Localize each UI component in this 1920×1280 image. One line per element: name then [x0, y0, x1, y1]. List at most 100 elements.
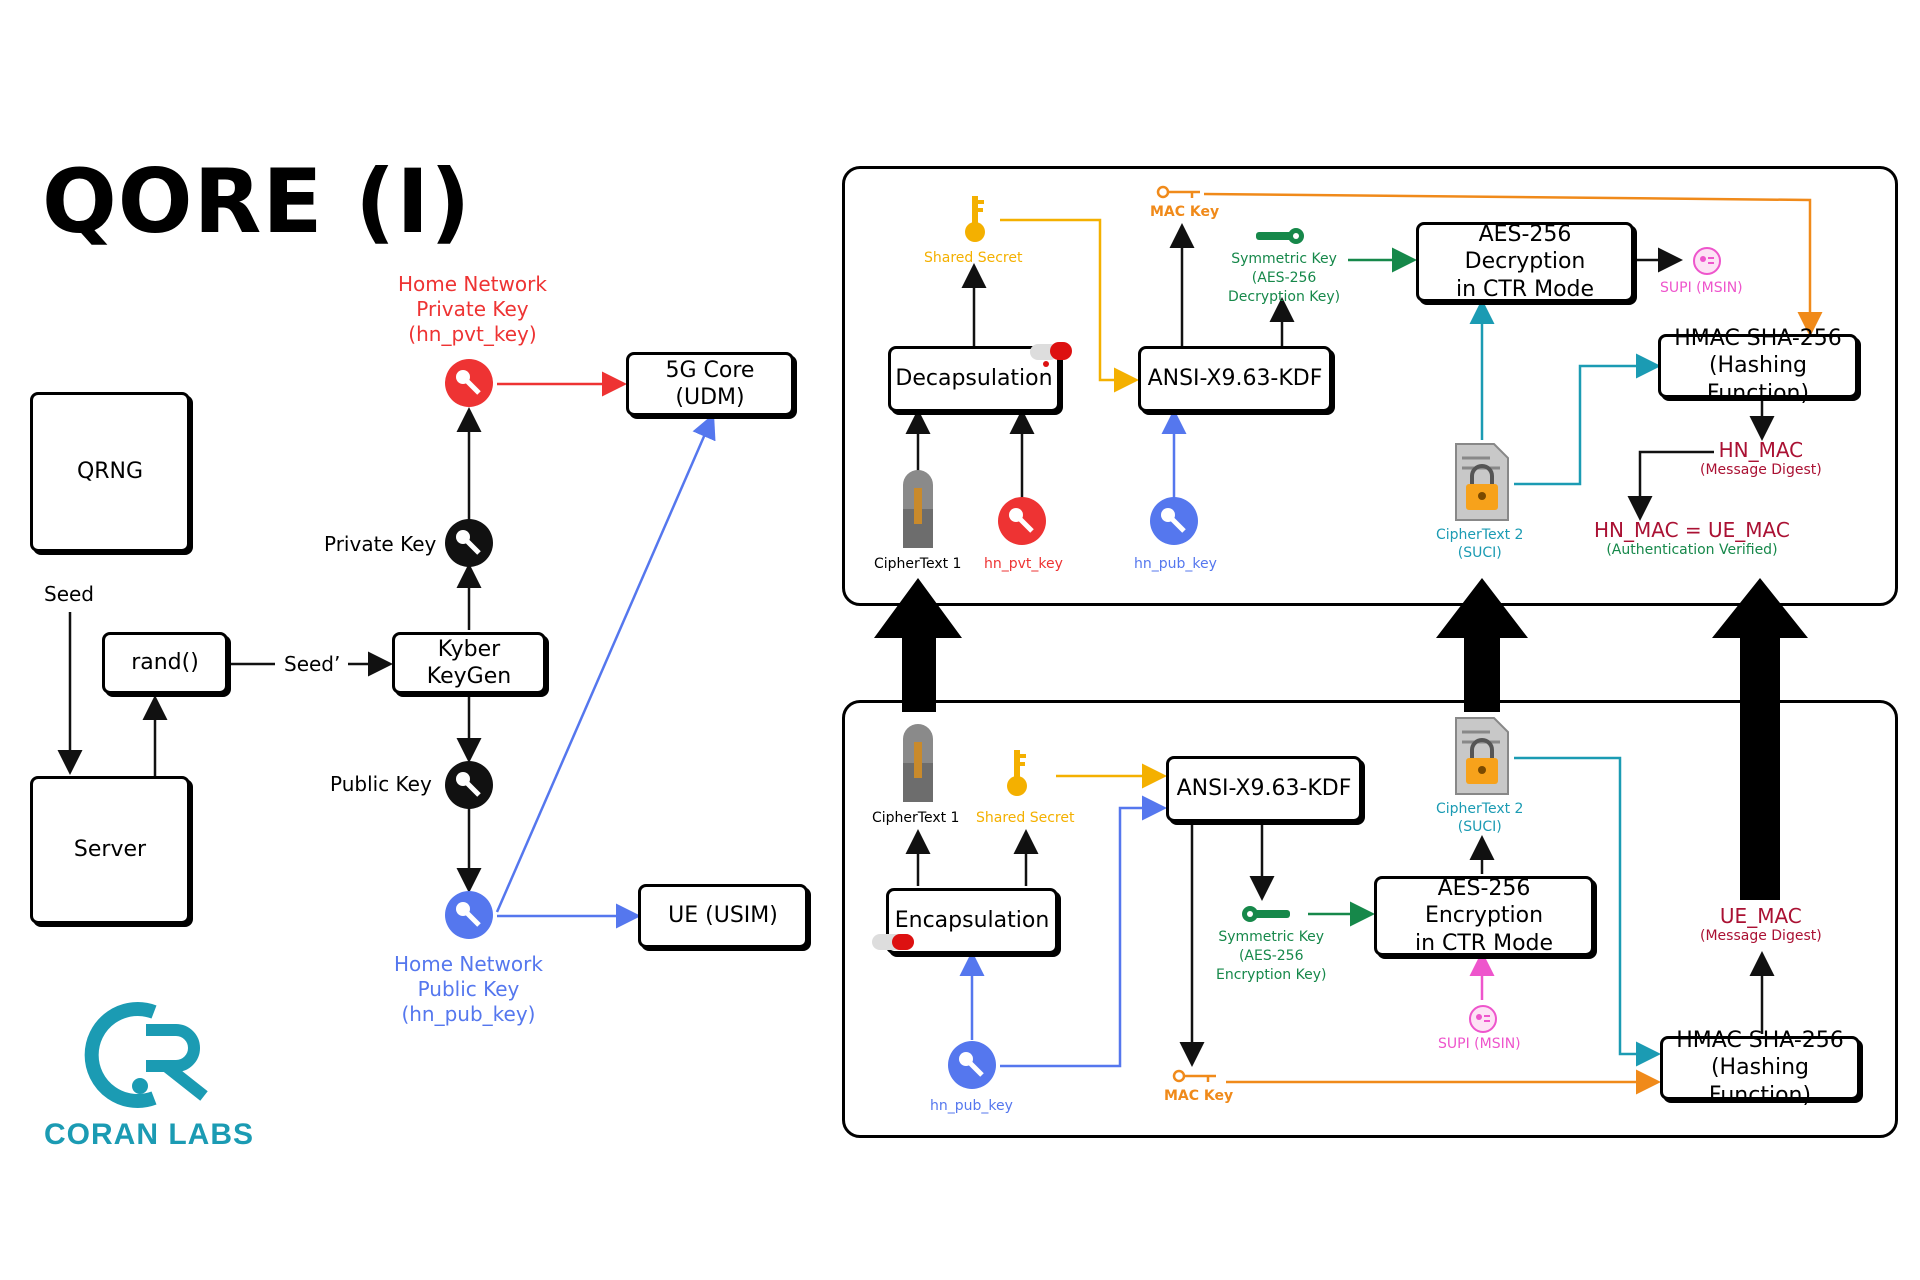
hn-pub-key-top-icon [1150, 497, 1198, 545]
hn-public-key-label: Home Network Public Key (hn_pub_key) [394, 952, 543, 1027]
kdf-bottom-box[interactable]: ANSI-X9.63-KDF [1166, 756, 1362, 822]
hnpub-to-core-arrow [495, 413, 716, 913]
shared-secret-key-icon [965, 196, 985, 242]
qrng-label: QRNG [76, 459, 144, 485]
ct1-top-label: CipherText 1 [874, 556, 962, 572]
encap-box[interactable]: Encapsulation [886, 888, 1058, 954]
hmac-top-box[interactable]: HMAC SHA-256(Hashing Function) [1658, 326, 1858, 406]
top-panel [842, 166, 1898, 606]
rand-box[interactable]: rand() [102, 632, 228, 694]
ct1-bottom-label: CipherText 1 [872, 810, 960, 826]
hn-private-line-3: (hn_pvt_key) [408, 322, 537, 346]
hmac-bottom-sub: (Hashing Function) [1708, 1055, 1812, 1108]
hn-private-line-2: Private Key [416, 297, 529, 321]
logo-text: CORAN LABS [44, 1118, 254, 1151]
mac-key-top-icon [1156, 185, 1200, 199]
ue-label: UE (USIM) [668, 903, 778, 929]
sym-key-bottom-line-3: Encryption Key) [1216, 967, 1327, 983]
ue-mac-title: UE_MAC [1719, 904, 1802, 928]
hmac-bottom-title: HMAC SHA-256 [1676, 1027, 1844, 1053]
private-key-label: Private Key [324, 532, 437, 556]
hmac-bottom-box[interactable]: HMAC SHA-256(Hashing Function) [1660, 1028, 1860, 1108]
mac-transfer-arrow [1712, 578, 1808, 900]
hn-mac-sub: (Message Digest) [1700, 462, 1822, 478]
capsule-bottom-icon [903, 724, 933, 802]
ct2-to-hmac-arrow [1514, 353, 1661, 486]
rand-label: rand() [131, 650, 199, 676]
ct2-transfer-arrow [1436, 578, 1528, 712]
hmac-top-label: HMAC SHA-256(Hashing Function) [1661, 325, 1855, 408]
hn-private-line-1: Home Network [398, 272, 547, 296]
ct2-document-lock-icon [1455, 443, 1509, 521]
pill-icon [872, 934, 914, 950]
kdf-bottom-label: ANSI-X9.63-KDF [1176, 776, 1352, 802]
shared-secret-top-label: Shared Secret [924, 250, 1023, 266]
mackey-to-hmac-arrow [1203, 192, 1823, 337]
shared-secret-bottom-label: Shared Secret [976, 810, 1075, 826]
hn-public-line-2: Public Key [417, 977, 520, 1001]
ct2-top-label: CipherText 2 (SUCI) [1436, 526, 1523, 562]
ct2-to-hmac-bottom-arrow [1514, 756, 1661, 1067]
hnmac-to-equal-arrow [1627, 450, 1714, 521]
seed-label: Seed [44, 582, 94, 606]
bottom-panel [842, 700, 1898, 1138]
mac-key-bottom-icon [1172, 1069, 1216, 1083]
ct2-bottom-document-lock-icon [1455, 717, 1509, 795]
aes-enc-line-2: in CTR Mode [1414, 930, 1554, 956]
broken-capsule-icon [1030, 342, 1072, 367]
hnpub-bottom-label: hn_pub_key [930, 1098, 1013, 1114]
decap-box[interactable]: Decapsulation [888, 346, 1060, 412]
kdf-top-box[interactable]: ANSI-X9.63-KDF [1138, 346, 1332, 412]
ue-mac-sub: (Message Digest) [1700, 928, 1822, 944]
equal-title: HN_MAC = UE_MAC [1594, 518, 1790, 542]
hnpub-top-label: hn_pub_key [1134, 556, 1217, 572]
hn-public-line-3: (hn_pub_key) [401, 1002, 536, 1026]
server-label: Server [73, 837, 147, 863]
page-title: QORE (I) [42, 150, 472, 253]
sym-key-top-line-3: Decryption Key) [1228, 289, 1341, 305]
hn-pvt-key-top-icon [998, 497, 1046, 545]
hn-mac-title: HN_MAC [1718, 438, 1804, 462]
public-key-icon [445, 761, 493, 809]
ct2-bottom-line-2: (SUCI) [1457, 819, 1502, 835]
supi-top-icon [1693, 247, 1721, 275]
kyber-box[interactable]: Kyber KeyGen [392, 632, 546, 694]
aes-dec-line-1: AES-256 Decryption [1464, 221, 1586, 275]
hnpub-to-kdf-bottom-arrow [1000, 795, 1167, 1068]
hmac-bottom-label: HMAC SHA-256(Hashing Function) [1663, 1027, 1857, 1110]
kdf-top-label: ANSI-X9.63-KDF [1147, 366, 1323, 392]
hn-pub-key-bottom-icon [948, 1041, 996, 1089]
sym-key-bottom-icon [1242, 906, 1290, 922]
aes-enc-line-1: AES-256 Encryption [1424, 875, 1544, 929]
mac-key-bottom-label: MAC Key [1164, 1088, 1234, 1104]
sym-key-bottom-label: Symmetric Key (AES-256 Encryption Key) [1216, 928, 1326, 985]
seed-prime-label: Seed’ [284, 652, 341, 676]
server-box[interactable]: Server [30, 776, 190, 924]
equal-sub: (Authentication Verified) [1606, 542, 1778, 558]
qrng-box[interactable]: QRNG [30, 392, 190, 552]
ct2-bottom-label: CipherText 2 (SUCI) [1436, 800, 1523, 836]
ct2-top-line-1: CipherText 2 [1436, 527, 1524, 543]
ct2-top-line-2: (SUCI) [1457, 545, 1502, 561]
hnpvt-top-label: hn_pvt_key [984, 556, 1063, 572]
ue-box[interactable]: UE (USIM) [638, 884, 808, 948]
public-key-label: Public Key [330, 772, 432, 796]
ue-mac-label: UE_MAC (Message Digest) [1700, 904, 1822, 944]
supi-top-label: SUPI (MSIN) [1660, 280, 1743, 296]
mac-key-top-label: MAC Key [1150, 204, 1220, 220]
shared-secret-bottom-key-icon [1007, 750, 1027, 796]
sym-key-top-line-1: Symmetric Key [1231, 251, 1337, 267]
encap-label: Encapsulation [894, 908, 1050, 934]
ct1-transfer-arrow [874, 578, 962, 712]
shared-to-kdf-arrow [1000, 218, 1139, 393]
capsule-icon [903, 470, 933, 548]
core-box[interactable]: 5G Core (UDM) [626, 352, 794, 416]
supi-bottom-label: SUPI (MSIN) [1438, 1036, 1521, 1052]
sym-key-top-label: Symmetric Key (AES-256 Decryption Key) [1228, 250, 1340, 307]
kyber-label: Kyber KeyGen [426, 636, 512, 690]
